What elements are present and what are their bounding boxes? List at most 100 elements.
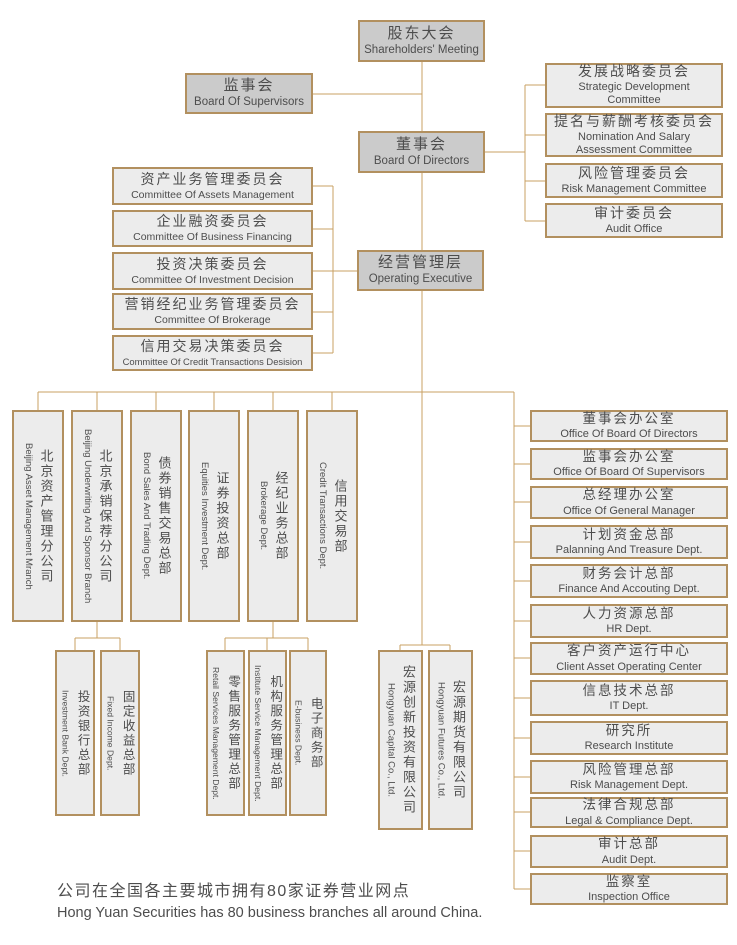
node-label-en: Inspection Office [588,891,670,903]
node-label-en: Committee Of Investment Decision [131,273,294,286]
node-label-en: Finance And Accouting Dept. [558,583,700,595]
node-label-zh: 审计总部 [598,836,660,852]
node-label-en: E-business Dept. [293,700,304,766]
node-label-zh: 宏源创新投资有限公司 [401,665,416,815]
node-label-zh: 财务会计总部 [582,565,676,581]
node-label-zh: 营销经纪业务管理委员会 [124,296,301,313]
node-label-en: Fixed Income Dept. [105,695,116,771]
node-equities-investment-dept: 证券投资总部 Equities Investment Dept. [188,410,240,622]
node-label-en: HR Dept. [606,623,652,635]
node-brokerage-dept: 经纪业务总部 Brokerage Dept. [247,410,299,622]
node-label-zh: 风险管理委员会 [578,165,690,181]
node-label-zh: 投资银行总部 [75,689,90,777]
node-label-zh: 计划资金总部 [582,526,676,542]
node-label-zh: 董事会办公室 [582,410,676,426]
node-label-en: Palanning And Treasure Dept. [555,544,703,556]
node-it-dept: 信息技术总部 IT Dept. [530,680,728,716]
node-label-zh: 经营管理层 [377,254,463,272]
node-label-en: Beijing Underwriting And Sponsor Branch [81,428,93,604]
node-risk-management-dept: 风险管理总部 Risk Management Dept. [530,760,728,794]
node-operating-executive: 经营管理层 Operating Executive [357,250,484,291]
node-label-en: Investment Bank Dept. [60,689,71,777]
node-office-of-general-manager: 总经理办公室 Office Of General Manager [530,486,728,519]
node-label-en: Equities Investment Dept. [198,461,210,571]
node-label-en: Office Of General Manager [563,504,695,517]
node-e-business-dept: 电子商务部 E-business Dept. [289,650,327,816]
node-label-en: Credit Transactions Dept. [316,462,328,570]
node-label-zh: 监事会办公室 [582,448,676,464]
node-nomination-salary-committee: 提名与薪酬考核委员会 Nomination And Salary Assessm… [545,113,723,157]
node-label-en: Audit Office [605,222,663,235]
node-label-zh: 总经理办公室 [582,487,676,503]
node-label-en: Brokerage Dept. [257,481,269,551]
node-label-en: Risk Management Dept. [570,779,688,791]
node-label-en: Retail Services Management Dept. [211,666,222,800]
node-label-en: Board Of Directors [373,154,470,167]
node-label-en: Hongyuan Futures Co., Ltd. [435,681,447,799]
node-label-zh: 电子商务部 [308,696,323,770]
node-label-zh: 零售服务管理总部 [226,675,241,791]
node-label-en: Office Of Board Of Directors [560,428,698,440]
node-label-en: Office Of Board Of Supervisors [553,466,705,478]
node-label-zh: 发展战略委员会 [578,63,690,80]
node-label-zh: 客户资产运行中心 [567,643,691,659]
footer-caption: 公司在全国各主要城市拥有80家证券营业网点 Hong Yuan Securiti… [57,877,482,921]
node-label-en: Board Of Supervisors [194,96,304,109]
node-label-zh: 北京承销保荐分公司 [97,448,113,584]
node-board-of-directors: 董事会 Board Of Directors [358,131,485,173]
node-label-en: Operating Executive [368,273,473,286]
node-office-of-board-of-directors: 董事会办公室 Office Of Board Of Directors [530,410,728,442]
node-label-zh: 企业融资委员会 [156,213,269,230]
node-hr-dept: 人力资源总部 HR Dept. [530,604,728,638]
node-label-en: Hongyuan Capital Co., Ltd. [385,682,397,798]
node-label-en: Committee Of Assets Management [131,188,294,201]
node-fixed-income-dept: 固定收益总部 Fixed Income Dept. [100,650,140,816]
node-investment-bank-dept: 投资银行总部 Investment Bank Dept. [55,650,95,816]
footer-caption-zh: 公司在全国各主要城市拥有80家证券营业网点 [57,883,411,900]
footer-caption-en: Hong Yuan Securities has 80 business bra… [57,905,483,921]
node-label-en: IT Dept. [609,700,649,712]
node-label-zh: 固定收益总部 [120,689,135,777]
node-retail-services-dept: 零售服务管理总部 Retail Services Management Dept… [206,650,245,816]
node-label-en: Client Asset Operating Center [556,660,702,673]
node-shareholders-meeting: 股东大会 Shareholders' Meeting [358,20,485,62]
node-office-of-board-of-supervisors: 监事会办公室 Office Of Board Of Supervisors [530,448,728,480]
node-label-en: Beijing Asset Management Mranch [22,442,34,590]
node-client-asset-center: 客户资产运行中心 Client Asset Operating Center [530,642,728,675]
node-legal-compliance-dept: 法律合规总部 Legal & Compliance Dept. [530,797,728,828]
node-research-institute: 研究所 Research Institute [530,721,728,755]
node-label-zh: 法律合规总部 [582,797,676,813]
node-label-zh: 风险管理总部 [582,761,676,777]
node-label-zh: 投资决策委员会 [156,255,269,272]
node-label-en: Strategic Development Committee [578,81,690,107]
node-label-en: Institute Service Management Dept. [253,664,264,802]
node-label-zh: 信用交易决策委员会 [140,338,285,355]
node-investment-decision-committee: 投资决策委员会 Committee Of Investment Decision [112,252,313,290]
node-label-zh: 人力资源总部 [582,605,676,621]
node-bond-sales-trading-dept: 债券销售交易总部 Bond Sales And Trading Dept. [130,410,182,622]
node-label-en: Research Institute [584,740,674,752]
node-label-zh: 董事会 [395,135,447,153]
node-label-en: Committee Of Brokerage [154,314,271,327]
node-label-zh: 监事会 [223,77,275,95]
node-label-en: Bond Sales And Trading Dept. [140,452,152,580]
node-label-en: Nomination And Salary Assessment Committ… [575,130,693,156]
node-label-zh: 资产业务管理委员会 [140,170,285,187]
node-label-zh: 经纪业务总部 [273,471,289,561]
node-inspection-office: 监察室 Inspection Office [530,873,728,905]
node-institute-service-dept: 机构服务管理总部 Institute Service Management De… [248,650,287,816]
node-assets-management-committee: 资产业务管理委员会 Committee Of Assets Management [112,167,313,205]
node-label-zh: 机构服务管理总部 [268,675,283,791]
node-brokerage-committee: 营销经纪业务管理委员会 Committee Of Brokerage [112,293,313,330]
node-label-zh: 股东大会 [387,24,456,42]
node-label-zh: 提名与薪酬考核委员会 [554,112,714,129]
node-strategic-development-committee: 发展战略委员会 Strategic Development Committee [545,63,723,108]
node-label-zh: 信息技术总部 [582,682,676,698]
node-business-financing-committee: 企业融资委员会 Committee Of Business Financing [112,210,313,247]
node-label-zh: 债券销售交易总部 [156,456,172,576]
node-credit-transactions-dept: 信用交易部 Credit Transactions Dept. [306,410,358,622]
node-label-zh: 审计委员会 [594,205,674,221]
node-risk-management-committee: 风险管理委员会 Risk Management Committee [545,163,723,198]
node-credit-transactions-committee: 信用交易决策委员会 Committee Of Credit Transactio… [112,335,313,371]
